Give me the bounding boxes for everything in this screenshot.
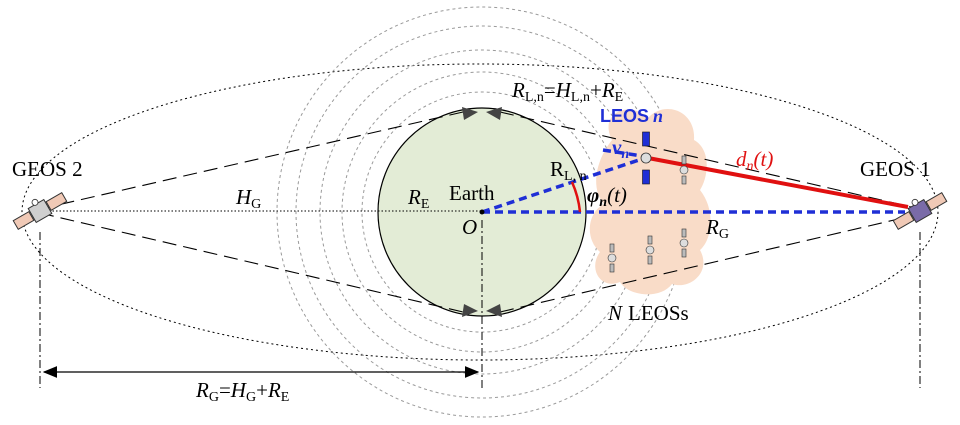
geos1-label: GEOS 1 [860, 157, 931, 181]
tangent-lines [39, 111, 921, 313]
leo-satellite-icon [645, 235, 655, 265]
blue-links [481, 148, 905, 214]
tangent-marker [486, 304, 502, 317]
origin-to-leos-n-link [481, 156, 646, 214]
tangent-point-markers [462, 107, 502, 317]
top-equation: RL,n=HL,n+RE [511, 78, 623, 105]
geos2-satellite-icon [12, 191, 68, 231]
leo-satellite-icon [679, 228, 689, 258]
outer-orbit-ellipse [21, 63, 939, 361]
leo-satellite-icon [607, 243, 617, 273]
origin-dot [479, 209, 485, 215]
leos-n-satellite-icon [640, 131, 652, 185]
leo-cloud-region [589, 109, 711, 295]
h-g-label: HG [235, 185, 261, 212]
velocity-vector [602, 148, 643, 158]
leos-to-geos1-link [647, 156, 909, 209]
dash-dot-guides [39, 220, 921, 388]
earth-label: Earth [449, 181, 495, 205]
r-e-label: RE [407, 185, 429, 212]
leo-satellites [607, 131, 689, 273]
geos1-satellite-icon [892, 191, 948, 231]
phi-angle-arc [570, 181, 582, 213]
phi-label: φn(t) [587, 183, 627, 210]
leo-satellite-icon [679, 155, 689, 185]
r-ln-label: RL, n [550, 157, 587, 184]
geos2-label: GEOS 2 [12, 157, 83, 181]
tangent-line [499, 213, 921, 313]
bottom-equation: RG=HG+RE [195, 378, 289, 405]
tangent-marker [462, 107, 478, 120]
tangent-line [39, 212, 464, 313]
tangent-line [499, 111, 921, 210]
tangent-line [39, 111, 464, 210]
tangent-marker [462, 304, 478, 317]
r-g-label: RG [705, 215, 729, 242]
origin-label: O [462, 215, 477, 239]
tangent-marker [486, 107, 502, 120]
d-n-label: dn(t) [736, 147, 773, 174]
v-n-label: vn [612, 135, 629, 162]
